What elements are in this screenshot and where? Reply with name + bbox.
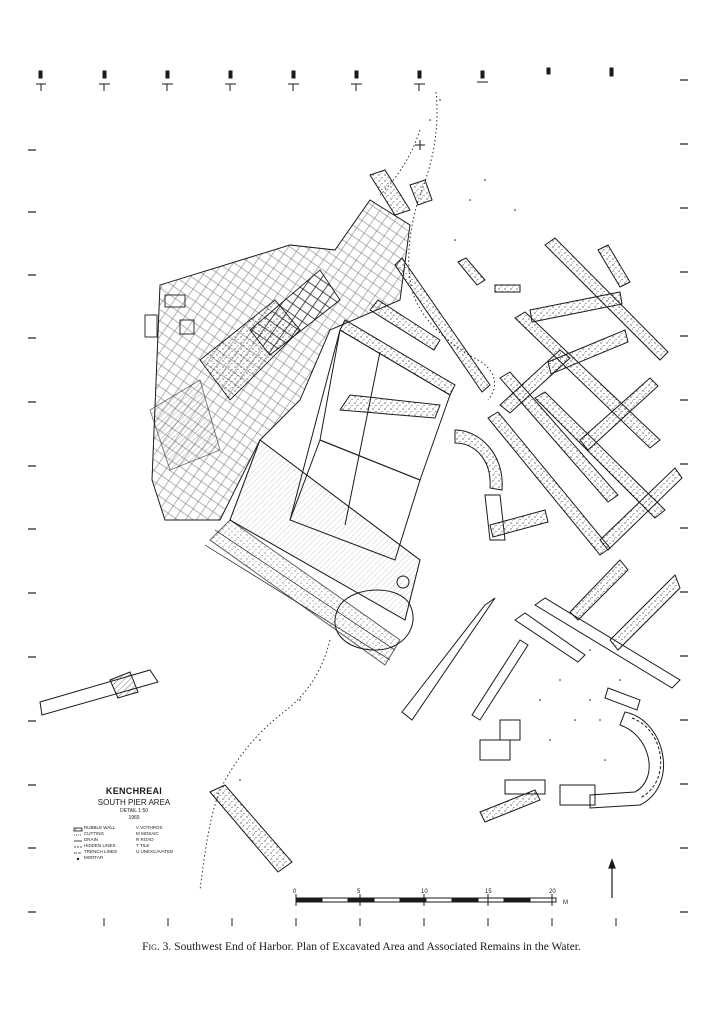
cistern-basin bbox=[334, 589, 414, 651]
scale-bar-labels: 0 5 10 15 20 M bbox=[291, 889, 571, 906]
north-walls bbox=[339, 169, 521, 419]
north-arrow-icon bbox=[608, 858, 616, 898]
excavated-area-west bbox=[144, 199, 411, 521]
central-rooms bbox=[204, 329, 451, 666]
legend-title: KENCHREAI bbox=[105, 786, 163, 796]
legend-key: CUTTING bbox=[84, 831, 104, 836]
scale-unit: M bbox=[563, 900, 568, 906]
underwater-walls-east bbox=[487, 237, 683, 651]
southeast-apse bbox=[479, 711, 664, 823]
west-jetty bbox=[39, 669, 159, 716]
figure-number: Fig. 3. bbox=[142, 941, 172, 953]
scale-bar bbox=[295, 894, 557, 906]
legend-key: M MOSAIC bbox=[136, 831, 159, 836]
legend-year: 1965 bbox=[128, 815, 140, 821]
shoreline bbox=[199, 91, 496, 891]
central-apse bbox=[454, 429, 549, 541]
legend-key: DRAIN bbox=[84, 837, 99, 842]
legend-key: T TILE bbox=[136, 843, 150, 848]
top-grid-markers bbox=[36, 67, 614, 91]
bottom-grid-markers bbox=[103, 918, 617, 926]
legend-key: TRENCH LINES bbox=[84, 849, 118, 854]
southeast-walls bbox=[401, 597, 681, 721]
legend-keys: RUBBLE WALL V VOTHROS CUTTING M MOSAIC D… bbox=[74, 825, 194, 861]
legend-key: U UNEXCAVATED bbox=[136, 849, 174, 854]
southwest-pier bbox=[209, 784, 293, 873]
right-grid-markers bbox=[680, 79, 688, 913]
legend-key: HIDDEN LINES bbox=[84, 843, 116, 848]
legend-detail: DETAIL 1:50 bbox=[119, 808, 149, 814]
scale-label: 15 bbox=[485, 889, 492, 895]
left-grid-markers bbox=[28, 149, 36, 913]
legend-subtitle: SOUTH PIER AREA bbox=[97, 798, 171, 807]
well-circle bbox=[396, 575, 410, 589]
scale-label: 0 bbox=[293, 889, 297, 895]
figure-caption-text: Southwest End of Harbor. Plan of Excavat… bbox=[174, 941, 581, 953]
scale-label: 10 bbox=[421, 889, 428, 895]
legend-key: RUBBLE WALL bbox=[84, 825, 116, 830]
legend-key: V VOTHROS bbox=[136, 825, 163, 830]
speckle-points bbox=[239, 99, 621, 781]
legend-key: MORTAR bbox=[84, 855, 104, 860]
legend-key: R ROAD bbox=[136, 837, 154, 842]
scale-label: 20 bbox=[549, 889, 556, 895]
scale-label: 5 bbox=[357, 889, 361, 895]
legend-swatches bbox=[73, 827, 83, 861]
legend: KENCHREAI SOUTH PIER AREA DETAIL 1:50 19… bbox=[74, 786, 194, 861]
survey-cross bbox=[415, 140, 425, 150]
figure-caption: Fig. 3. Southwest End of Harbor. Plan of… bbox=[0, 941, 723, 953]
legend-key bbox=[136, 855, 194, 861]
